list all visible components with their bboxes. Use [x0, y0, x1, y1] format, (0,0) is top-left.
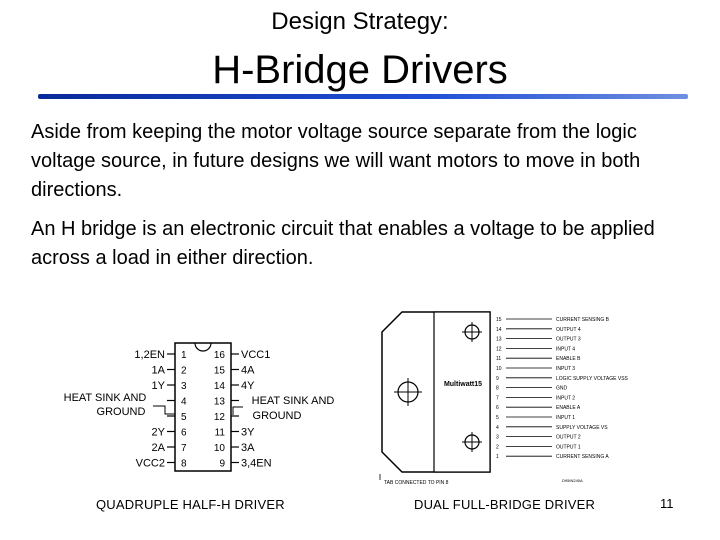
right-pin-label: 3Y [241, 427, 255, 439]
multiwatt-pin-number: 9 [496, 376, 499, 382]
multiwatt-pin-label: OUTPUT 4 [556, 327, 581, 333]
multiwatt-pin-number: 1 [496, 454, 499, 460]
package-body [433, 311, 491, 473]
multiwatt-pin-label: INPUT 3 [556, 366, 575, 372]
tab-note: TAB CONNECTED TO PIN 8 [384, 480, 449, 486]
paragraph-h-bridge-definition: An H bridge is an electronic circuit tha… [31, 218, 655, 269]
multiwatt-pin-number: 2 [496, 444, 499, 450]
mounting-hole-left [394, 378, 422, 406]
left-pin-number: 4 [181, 397, 187, 408]
right-pin-label: 3A [241, 442, 255, 454]
slide-title: H-Bridge Drivers [212, 48, 508, 92]
multiwatt-pin-label: LOGIC SUPPLY VOLTAGE VSS [556, 376, 629, 382]
multiwatt-pin-label: INPUT 4 [556, 346, 575, 352]
heat-sink-left-line1: HEAT SINK AND [64, 392, 147, 404]
multiwatt-pin-label: CURRENT SENSING A [556, 454, 609, 460]
right-pin-number: 9 [219, 459, 225, 470]
left-pin-number: 8 [181, 459, 187, 470]
slide-subtitle: Design Strategy: [271, 8, 449, 35]
multiwatt-pin-number: 12 [496, 346, 502, 352]
paragraph-motor-voltage: Aside from keeping the motor voltage sou… [31, 121, 641, 201]
heat-sink-right-bracket [232, 406, 243, 415]
heat-sink-left-bracket [153, 405, 175, 415]
right-pin-group: 16 VCC1 15 4A 14 4Y 13 12 11 3Y 10 3A 9 3,4EN [214, 349, 272, 470]
title-underline [38, 94, 688, 99]
multiwatt-pin-label: OUTPUT 1 [556, 444, 581, 450]
quadruple-half-h-caption: QUADRUPLE HALF-H DRIVER [96, 497, 285, 512]
multiwatt-pin-number: 3 [496, 435, 499, 441]
multiwatt-pin-label: OUTPUT 2 [556, 435, 581, 441]
heat-sink-left-line2: GROUND [97, 406, 146, 418]
right-pin-label: 4A [241, 365, 255, 377]
left-pin-label: VCC2 [136, 458, 165, 470]
heat-sink-right-line2: GROUND [253, 410, 302, 422]
mounting-hole-bottom [462, 432, 482, 452]
right-pin-number: 12 [214, 412, 226, 423]
mounting-hole-top [462, 322, 482, 342]
page-number: 11 [660, 496, 674, 511]
multiwatt-pin-number: 4 [496, 425, 499, 431]
multiwatt-pin-label: GND [556, 386, 568, 392]
right-pin-label: VCC1 [241, 349, 270, 361]
left-pin-number: 1 [181, 350, 187, 361]
multiwatt-pin-label: ENABLE A [556, 405, 581, 411]
multiwatt-pin-label: OUTPUT 3 [556, 337, 581, 343]
right-pin-label: 3,4EN [241, 458, 272, 470]
multiwatt-pin-number: 8 [496, 386, 499, 392]
heat-sink-right-line1: HEAT SINK AND [252, 395, 335, 407]
multiwatt-pin-number: 15 [496, 317, 502, 323]
dip-notch [194, 342, 212, 352]
multiwatt-pin-number: 11 [496, 356, 501, 362]
multiwatt-pin-number: 5 [496, 415, 499, 421]
dip-package-body [174, 342, 232, 472]
multiwatt-pin-label: CURRENT SENSING B [556, 317, 610, 323]
multiwatt-pin-number: 6 [496, 405, 499, 411]
multiwatt-pin-number: 14 [496, 327, 502, 333]
diagram-code: D95IN240A [562, 478, 583, 483]
left-pin-number: 3 [181, 381, 187, 392]
left-pin-group: 1 1,2EN 2 1A 3 1Y 4 5 6 2Y 7 2A 8 VCC2 [134, 349, 187, 470]
multiwatt-pin-label: SUPPLY VOLTAGE VS [556, 425, 608, 431]
left-pin-label: 2Y [152, 427, 166, 439]
left-pin-number: 2 [181, 366, 187, 377]
left-pin-number: 7 [181, 443, 187, 454]
left-pin-number: 5 [181, 412, 187, 423]
left-pin-label: 2A [152, 442, 166, 454]
right-pin-number: 11 [215, 428, 226, 439]
right-pin-number: 14 [214, 381, 226, 392]
multiwatt-pin-number: 10 [496, 366, 502, 372]
right-pin-number: 10 [214, 443, 226, 454]
dual-full-bridge-caption: DUAL FULL-BRIDGE DRIVER [414, 497, 596, 512]
left-pin-label: 1,2EN [134, 349, 165, 361]
multiwatt-pin-label: INPUT 2 [556, 395, 575, 401]
multiwatt-pin-label: INPUT 1 [556, 415, 575, 421]
right-pin-label: 4Y [241, 380, 255, 392]
right-pin-number: 13 [214, 397, 226, 408]
left-pin-number: 6 [181, 428, 187, 439]
quadruple-half-h-pinout-diagram: 1 1,2EN 2 1A 3 1Y 4 5 6 2Y 7 2A 8 VCC2 16 VCC1 15 4A 14 4Y… [64, 342, 335, 472]
right-pin-number: 16 [214, 350, 226, 361]
left-pin-label: 1Y [152, 380, 166, 392]
multiwatt-pin-label: ENABLE B [556, 356, 581, 362]
package-label: Multiwatt15 [444, 381, 482, 388]
right-pin-number: 15 [214, 366, 226, 377]
multiwatt-pin-number: 13 [496, 337, 502, 343]
multiwatt-pin-number: 7 [496, 395, 499, 401]
left-pin-label: 1A [152, 365, 166, 377]
